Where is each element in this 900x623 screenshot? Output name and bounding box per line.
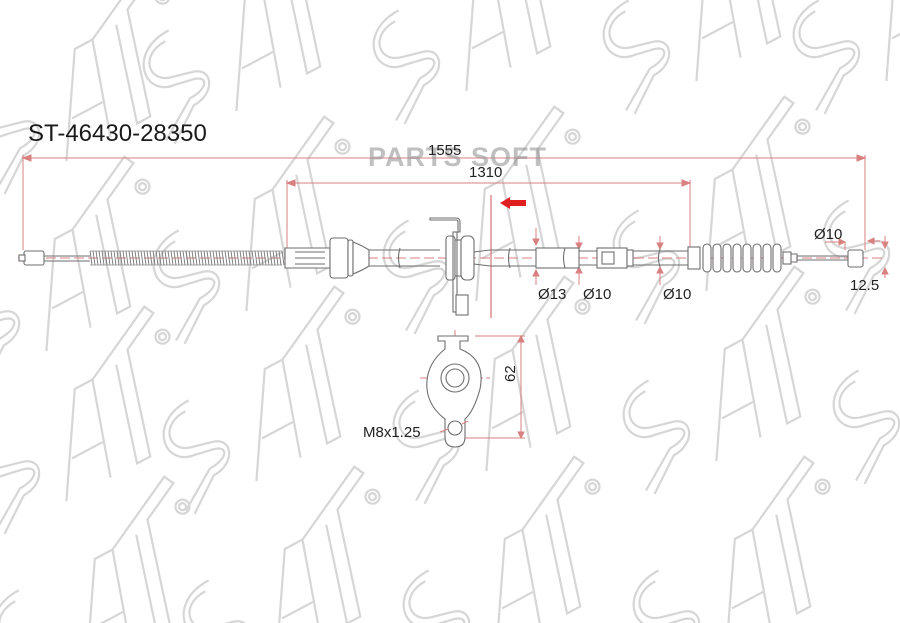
dim-dia-sheath-10a: Ø10 bbox=[583, 286, 612, 303]
dim-dia-sheath-13: Ø13 bbox=[538, 286, 567, 303]
dim-end-fitting-length: 12.5 bbox=[850, 277, 880, 294]
dim-bracket-thread: M8x1.25 bbox=[363, 424, 421, 441]
red-arrow-marker bbox=[500, 197, 526, 209]
parts-soft-watermark: PARTS SOFT bbox=[368, 142, 548, 172]
part-number-title: ST-46430-28350 bbox=[28, 120, 207, 147]
dim-bracket-height: 62 bbox=[502, 365, 519, 382]
dim-dia-end-fitting: Ø10 bbox=[814, 226, 843, 243]
dim-sheath-length: 1310 bbox=[469, 164, 503, 181]
dim-overall-length: 1555 bbox=[428, 142, 462, 159]
dim-dia-sheath-10b: Ø10 bbox=[663, 286, 692, 303]
cable-parts bbox=[18, 217, 864, 448]
